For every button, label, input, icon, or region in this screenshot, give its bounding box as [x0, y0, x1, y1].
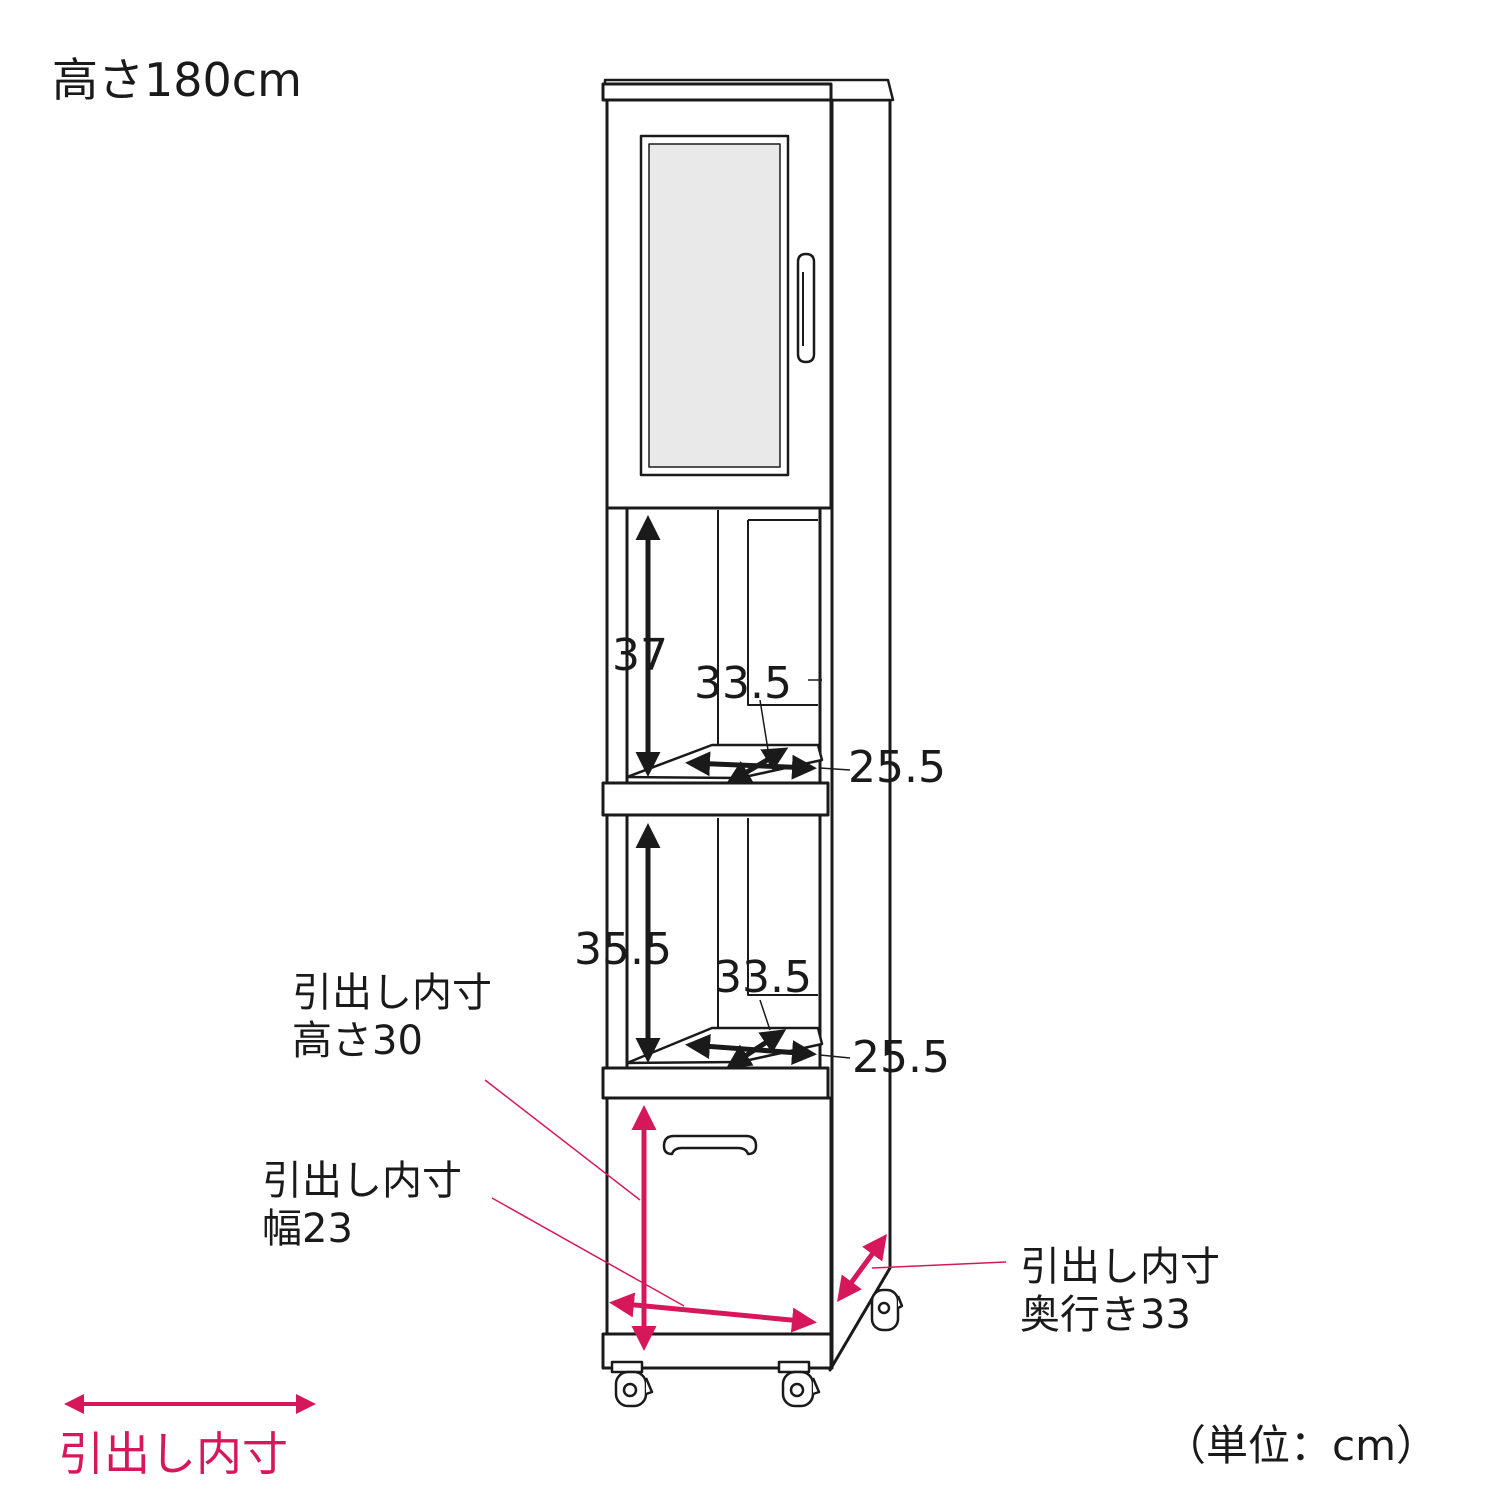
- side-panel: [828, 98, 892, 1372]
- upper-shelf-depth-label: 25.5: [848, 742, 946, 793]
- dimension-arrows: [635, 515, 817, 1069]
- caster-front-right: [777, 1360, 821, 1408]
- drawer-width-value: 幅23: [262, 1206, 353, 1252]
- leader-lines-black: [759, 699, 851, 1059]
- drawer-handle: [662, 1134, 758, 1156]
- leader-lines-pink: [484, 1079, 1007, 1307]
- upper-shelf-surface: [625, 743, 824, 780]
- cabinet-illustration: [601, 78, 904, 1408]
- lower-shelf-depth-label: 25.5: [852, 1032, 950, 1083]
- overall-height-label: 高さ180cm: [52, 53, 302, 107]
- drawer-width-arrow: [609, 1292, 817, 1333]
- upper-depth-arrow: [725, 747, 789, 785]
- caster-front-left: [610, 1360, 654, 1408]
- door-handle: [796, 252, 816, 364]
- drawer-width-caption: 引出し内寸: [262, 1158, 462, 1204]
- lower-back-panel: [717, 818, 818, 1028]
- top-board-front: [601, 82, 833, 102]
- middle-board: [601, 781, 830, 817]
- drawer-front: [605, 1096, 833, 1336]
- unit-note: （単位：cm）: [1164, 1421, 1438, 1470]
- lower-depth-arrow: [725, 1029, 787, 1069]
- drawer-height-caption: 引出し内寸: [292, 970, 492, 1016]
- upper-shelf-width-label: 33.5: [694, 658, 792, 709]
- lower-board: [601, 1066, 830, 1100]
- drawer-depth-arrow: [837, 1233, 887, 1303]
- drawer-depth-caption: 引出し内寸: [1020, 1244, 1220, 1290]
- drawer-height-value: 高さ30: [292, 1018, 423, 1064]
- lower-shelf-height-label: 35.5: [574, 924, 672, 975]
- lower-shelf-width-label: 33.5: [714, 952, 812, 1003]
- upper-back-panel: [717, 510, 818, 745]
- drawer-depth-value: 奥行き33: [1020, 1292, 1191, 1338]
- legend-label: 引出し内寸: [58, 1427, 288, 1481]
- upper-shelf-height-label: 37: [612, 630, 668, 681]
- glass-pane: [648, 143, 781, 468]
- caster-back-right: [870, 1288, 904, 1332]
- drawer-inner-arrows: [609, 1105, 887, 1351]
